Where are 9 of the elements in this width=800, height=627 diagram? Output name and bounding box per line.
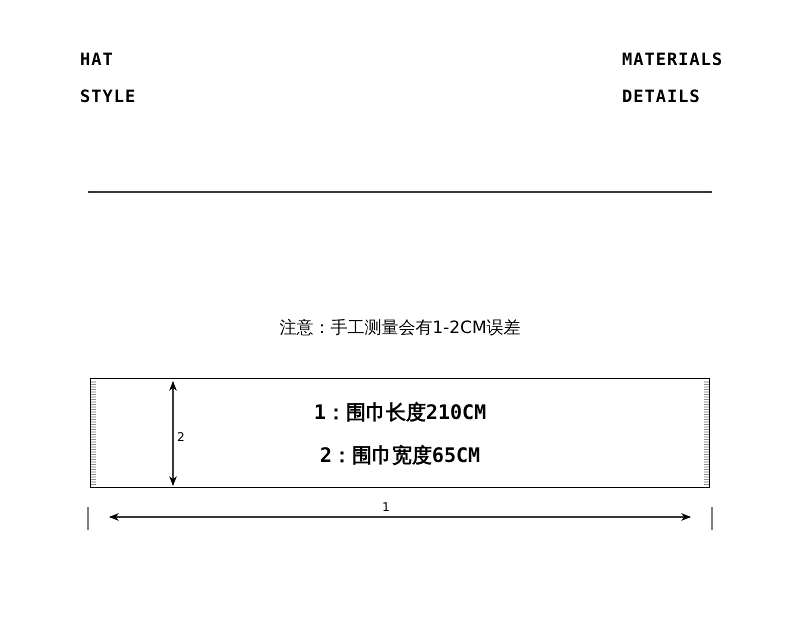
header-text: STYLE [80, 87, 136, 107]
note-text: 注意：手工测量会有1-2CM误差 [279, 317, 521, 339]
dimension-label: 2 [177, 430, 185, 444]
dimension-text: 2：围巾宽度65CM [320, 443, 480, 467]
header-text: MATERIALS [622, 50, 724, 70]
dimension-text: 1：围巾长度210CM [314, 400, 486, 424]
dimension-label: 1 [382, 500, 390, 514]
header-text: DETAILS [622, 87, 701, 107]
header-text: HAT [80, 50, 114, 70]
